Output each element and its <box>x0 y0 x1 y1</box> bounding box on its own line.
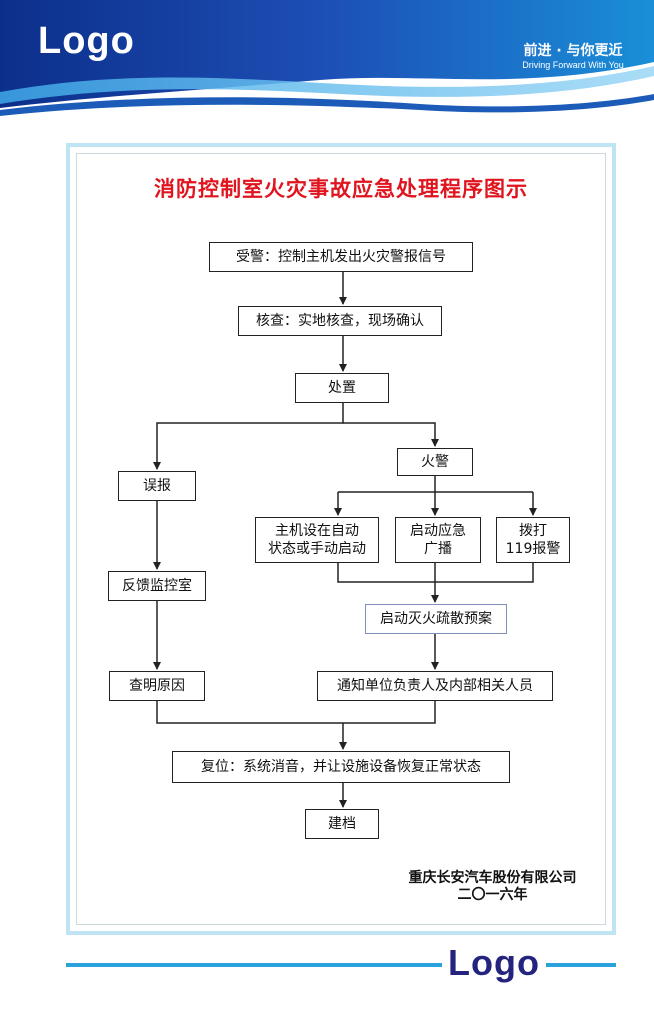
header-slogan-english: Driving Forward With You <box>522 60 624 70</box>
box-archive: 建档 <box>305 809 379 839</box>
publish-year: 二〇一六年 <box>457 887 528 903</box>
page-title: 消防控制室火灾事故应急处理程序图示 <box>154 177 528 201</box>
content-frame <box>66 143 616 935</box>
box-handle: 处置 <box>295 373 389 403</box>
box-host-auto: 主机设在自动 状态或手动启动 <box>255 517 379 563</box>
box-notify: 通知单位负责人及内部相关人员 <box>317 671 553 701</box>
box-evac-plan: 启动灭火疏散预案 <box>365 604 507 634</box>
header-slogan: 前进 · 与你更近 <box>523 43 623 59</box>
box-feedback: 反馈监控室 <box>108 571 206 601</box>
arrow-handle-fire <box>343 422 439 447</box>
box-false-alarm: 误报 <box>118 471 196 501</box>
box-verify: 核查：实地核查，现场确认 <box>238 306 442 336</box>
box-fire: 火警 <box>397 448 473 476</box>
company-name: 重庆长安汽车股份有限公司 <box>408 870 577 886</box>
line-cause-merge <box>156 700 436 724</box>
footer-logo: Logo <box>442 942 546 984</box>
arrow-handle-false-alarm <box>153 401 344 470</box>
box-find-cause: 查明原因 <box>109 671 205 701</box>
box-alarm: 受警：控制主机发出火灾警报信号 <box>209 242 473 272</box>
header-banner <box>0 0 654 116</box>
footer-divider <box>66 963 616 967</box>
box-start-emergency: 启动应急 广播 <box>395 517 481 563</box>
content-frame-inner <box>76 153 606 925</box>
header-logo: Logo <box>38 20 135 62</box>
box-dial-119: 拨打 119报警 <box>496 517 570 563</box>
box-reset: 复位：系统消音，并让设施设备恢复正常状态 <box>172 751 510 783</box>
